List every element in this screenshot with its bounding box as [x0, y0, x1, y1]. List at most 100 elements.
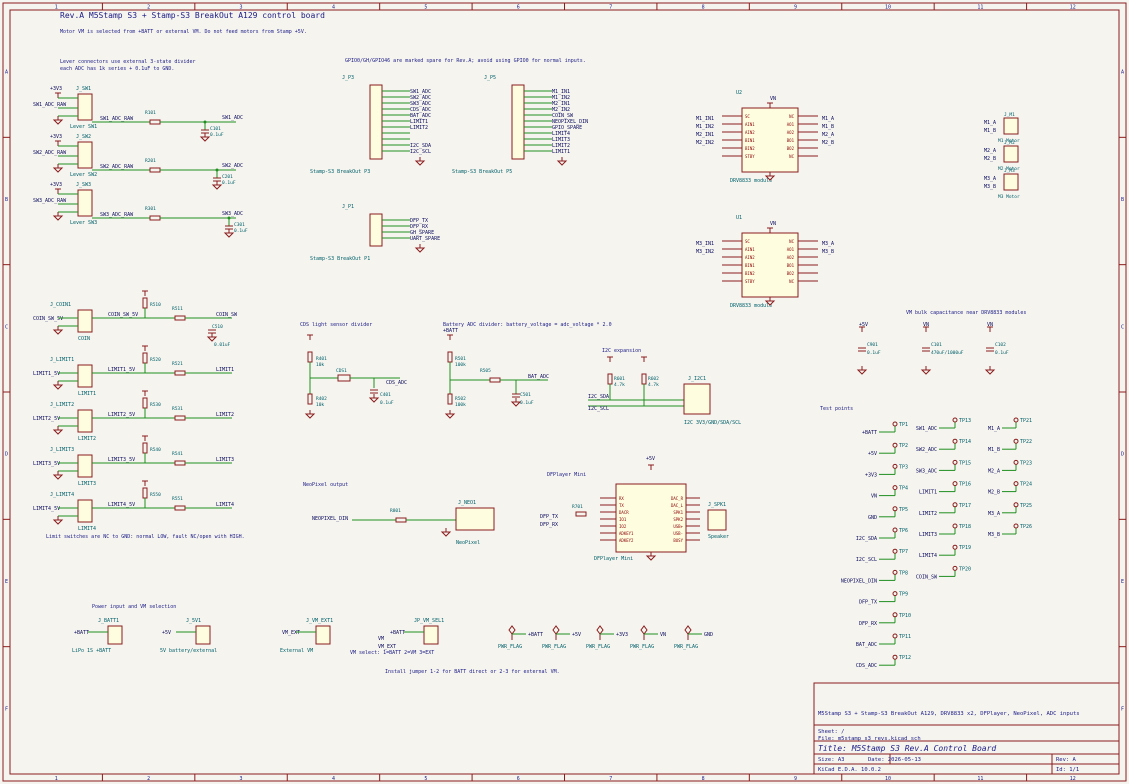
border-col-label: 1 [55, 5, 58, 11]
gnd-symbol [414, 160, 426, 166]
res-ref: R101 [145, 110, 156, 116]
note-lever2: each ADC has 1k series + 0.1uF to GND. [60, 66, 174, 72]
cds-r2-ref: R402 [316, 396, 327, 402]
cds-out: CDS_ADC [386, 380, 407, 386]
tb-date: Date: 2026-05-13 [868, 757, 921, 763]
border-col-label: 12 [1070, 776, 1076, 782]
power-ref: J_VM_EXT1 [306, 618, 333, 624]
limit-ref: J_LIMIT2 [50, 402, 74, 408]
testpoint-net: NEOPIXEL_DIN [841, 578, 877, 584]
border-col-label: 10 [885, 776, 891, 782]
coin-cap-value: 0.01uF [214, 342, 231, 348]
motor-name: M1 Motor [998, 138, 1020, 144]
header-pin-net: COIN_SW [552, 113, 574, 119]
bat-out: BAT_ADC [528, 374, 549, 380]
power-label: +3V3 [50, 86, 62, 92]
note-dfplayer: DFPlayer Mini [547, 472, 586, 478]
gnd-symbol [199, 136, 211, 142]
cap-power: VN [923, 322, 929, 328]
dfp-pin-right: SPK1 [673, 510, 683, 515]
pullup-ref: R550 [150, 492, 161, 498]
driver-pin-right: NC [789, 279, 794, 284]
testpoint-ref: TP17 [959, 503, 971, 509]
lever-out: SW2_ADC [222, 163, 243, 169]
border-col-label: 10 [885, 5, 891, 11]
tb-size: Size: A3 [818, 757, 845, 763]
resistor [174, 505, 186, 511]
border-row-label: A [1121, 70, 1124, 76]
testpoint-symbol [892, 591, 898, 597]
testpoint-symbol [952, 459, 958, 465]
power-net: VM_EXT [282, 630, 300, 636]
driver-body [741, 107, 799, 173]
testpoint-symbol [952, 544, 958, 550]
pwr-flag-label: PWR_FLAG [542, 644, 566, 650]
border-col-label: 3 [240, 5, 243, 11]
border-col-label: 4 [332, 5, 335, 11]
bat-r1-ref: R501 [455, 356, 466, 362]
resistor [575, 511, 587, 517]
testpoint-symbol [892, 654, 898, 660]
limit-name: COIN [78, 336, 90, 342]
testpoint-net: COIN_SW [916, 574, 938, 580]
cap-value: 0.1uF [222, 180, 236, 186]
dfp-pin-left: TX [619, 503, 624, 508]
resistor [142, 487, 148, 499]
testpoint-ref: TP24 [1020, 482, 1032, 488]
limit-out: LIMIT1 [216, 367, 234, 373]
testpoint-symbol [892, 548, 898, 554]
lever-net: SW1_ADC_RAW [33, 102, 67, 108]
driver-out-net: M1_B [822, 124, 834, 130]
i2c-ref: J_I2C1 [688, 376, 706, 382]
motor-connector [1003, 173, 1019, 191]
driver-pin-left: BIN1 [745, 138, 755, 143]
resistor [174, 460, 186, 466]
note-lever: Lever connectors use external 3-state di… [60, 59, 195, 65]
motor-net-b: M3_B [984, 184, 996, 190]
border-col-label: 6 [517, 776, 520, 782]
power-label: +3V3 [50, 182, 62, 188]
limit-net-right: LIMIT4_5V [108, 502, 135, 508]
driver-out-net: M1_A [822, 116, 834, 122]
gnd-symbol [440, 531, 452, 537]
testpoint-net: SW2_ADC [916, 447, 937, 453]
limit-ref: J_LIMIT1 [50, 357, 74, 363]
cap-value: 0.1uF [234, 228, 248, 234]
cap-power: VN [987, 322, 993, 328]
bat-power-label: +BATT [443, 328, 458, 334]
cds-r1-value: 10k [316, 362, 324, 368]
motor-net-b: M1_B [984, 128, 996, 134]
cds-r1-ref: R401 [316, 356, 327, 362]
testpoint-ref: TP11 [899, 634, 911, 640]
motor-connector [1003, 145, 1019, 163]
test-points: +BATTTP1+5VTP2+3V3TP3VNTP4GNDTP5I2C_SDAT… [841, 417, 1032, 669]
tb-comment: M5Stamp S3 + Stamp-S3 BreakOut A129, DRV… [818, 711, 1080, 717]
testpoint-ref: TP26 [1020, 524, 1032, 530]
border-row-label: E [5, 579, 8, 585]
power-connector [315, 625, 331, 645]
lever-ref: J_SW3 [76, 182, 91, 188]
testpoint-net: DFP_RX [859, 621, 877, 627]
driver-in-net: M2_IN2 [696, 140, 714, 146]
testpoint-net: LIMIT2 [919, 511, 937, 517]
testpoint-net: LIMIT1 [919, 490, 937, 496]
bat-cap-value: 0.1uF [520, 400, 534, 406]
driver-in-net: M1_IN2 [696, 124, 714, 130]
resistor [641, 373, 647, 385]
series-ref: R511 [172, 306, 183, 312]
resistor [142, 352, 148, 364]
testpoint-ref: TP9 [899, 592, 908, 598]
resistor [174, 315, 186, 321]
dfp-pin-right: BUSY [673, 538, 683, 543]
gnd-symbol [52, 384, 64, 390]
driver-pin-right: BO2 [787, 146, 795, 151]
gnd-symbol [223, 232, 235, 238]
vm-sel-net3: VM_EXT [378, 644, 396, 650]
cds-cap-value: 0.1uF [380, 400, 394, 406]
header-pin-net: SW1_ADC [410, 89, 431, 95]
header-pin-net: SW3_ADC [410, 101, 431, 107]
power-ref: J_BATT1 [98, 618, 119, 624]
header-ref: J_P3 [342, 75, 354, 81]
driver-pin-left: BIN2 [745, 146, 755, 151]
border-row-label: B [1121, 197, 1124, 203]
